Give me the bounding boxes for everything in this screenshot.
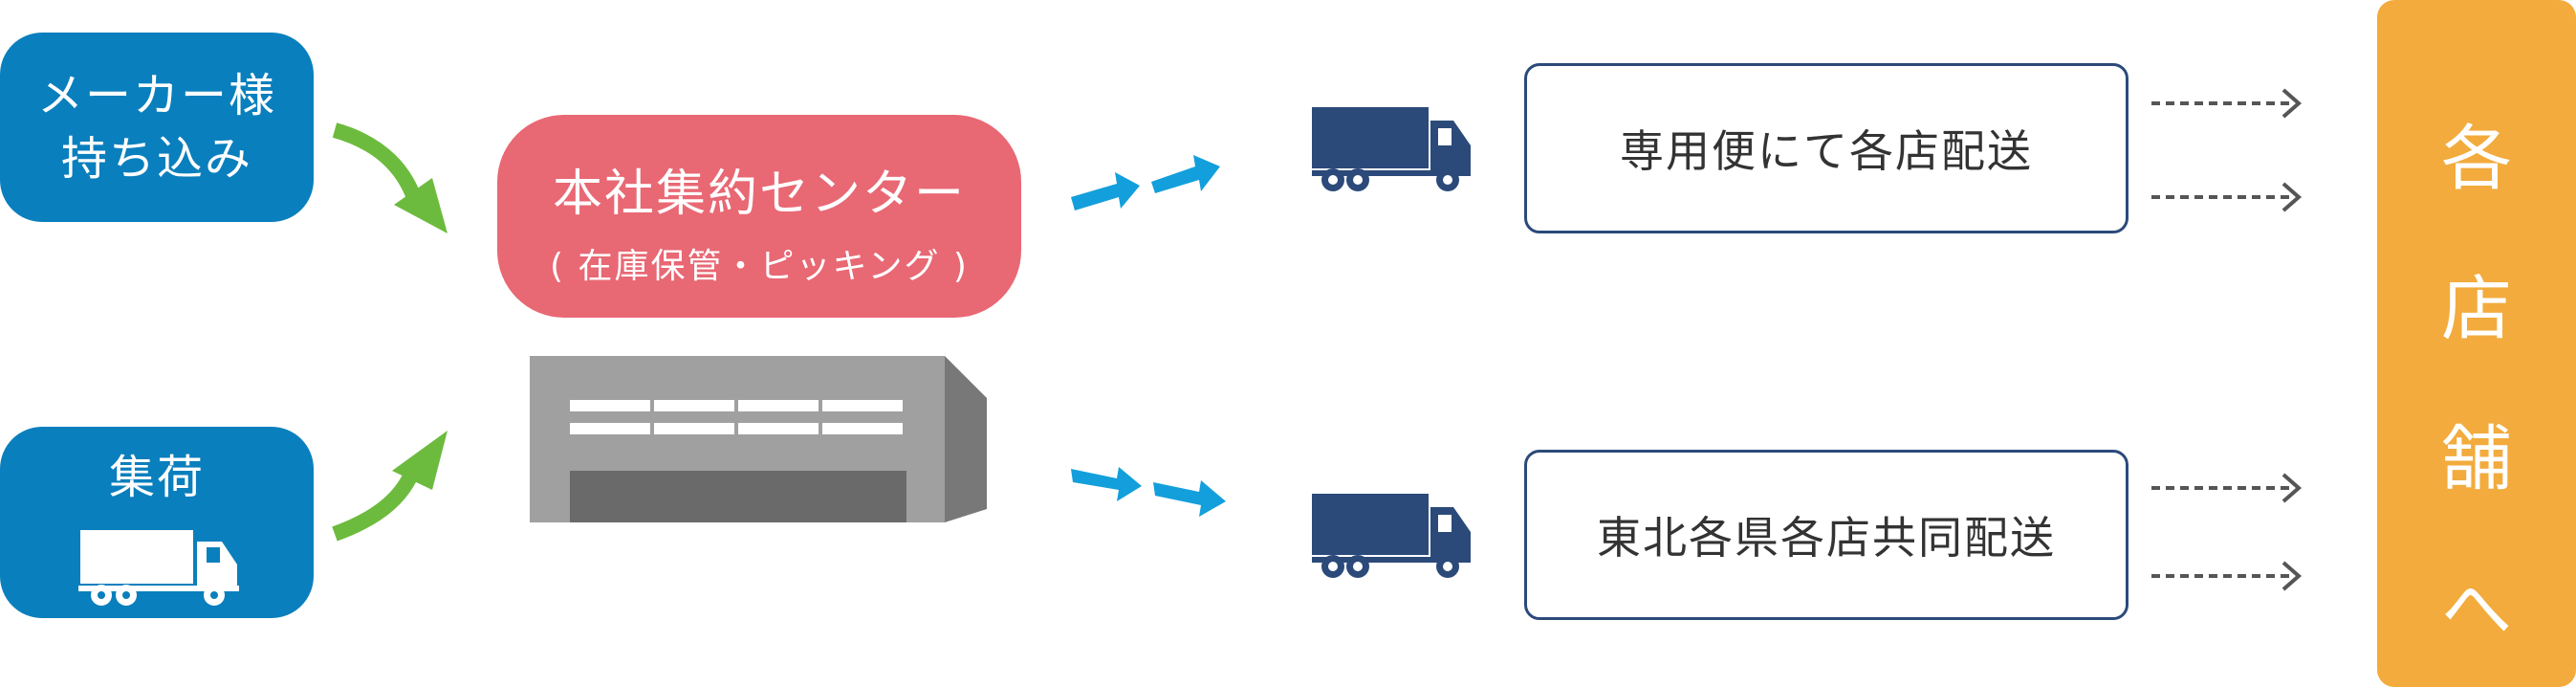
route-joint-box: 東北各県各店共同配送 <box>1524 450 2128 620</box>
dashed-arrow-4-icon <box>2151 561 2303 591</box>
pickup-truck-icon <box>78 530 239 606</box>
route-dedicated-label: 専用便にて各店配送 <box>1620 125 2033 177</box>
source-maker-box: メーカー様 持ち込み <box>0 33 314 222</box>
destination-stores-box: 各 店 舗 へ <box>2377 0 2576 687</box>
warehouse-icon <box>530 356 987 522</box>
route-joint-label: 東北各県各店共同配送 <box>1597 512 2056 564</box>
destination-char-3: 舗 <box>2441 418 2512 500</box>
dashed-arrow-2-icon <box>2151 182 2303 212</box>
source-maker-line1: メーカー様 <box>36 69 276 122</box>
source-maker-line2: 持ち込み <box>60 132 252 186</box>
destination-char-2: 店 <box>2441 268 2512 350</box>
dashed-arrow-3-icon <box>2151 473 2303 503</box>
destination-char-4: へ <box>2441 568 2512 651</box>
blue-arrows-upper-icon <box>1071 155 1220 211</box>
central-hub-box: 本社集約センター ( 在庫保管・ピッキング ) <box>497 115 1021 318</box>
truck-upper-icon <box>1312 107 1471 191</box>
arrow-pickup-to-center-icon <box>332 431 448 542</box>
source-pickup-label: 集荷 <box>108 451 205 504</box>
route-dedicated-box: 専用便にて各店配送 <box>1524 63 2128 233</box>
blue-arrows-lower-icon <box>1071 467 1226 517</box>
central-hub-subtitle: ( 在庫保管・ピッキング ) <box>550 247 969 286</box>
dashed-arrow-1-icon <box>2151 88 2303 119</box>
central-hub-title: 本社集約センター <box>552 166 966 223</box>
truck-lower-icon <box>1312 494 1471 578</box>
destination-char-1: 各 <box>2441 118 2512 200</box>
source-pickup-box: 集荷 <box>0 427 314 618</box>
arrow-maker-to-center-icon <box>332 122 448 233</box>
